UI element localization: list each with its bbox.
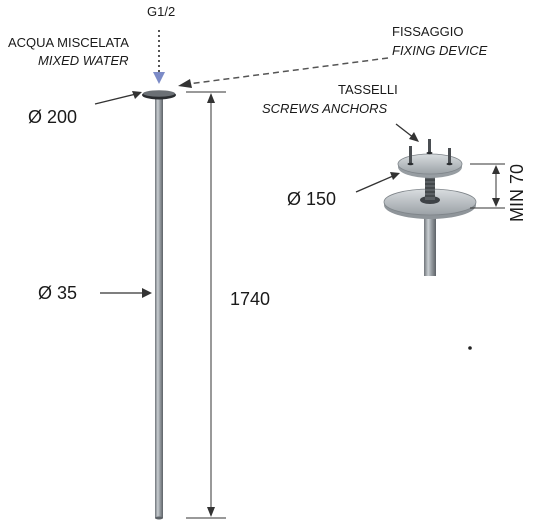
pipe-dim-arrow <box>100 288 152 298</box>
fixing-label-en: FIXING DEVICE <box>392 43 488 58</box>
inlet-thread-label: G1/2 <box>147 4 176 19</box>
min-depth-dimension-line <box>470 163 505 209</box>
top-flange <box>142 90 176 100</box>
height-label: 1740 <box>230 289 271 309</box>
fixing-label-it: FISSAGGIO <box>392 24 464 39</box>
min-depth-label: MIN 70 <box>507 163 527 222</box>
flange-dim-arrow <box>94 91 142 105</box>
fixing-arrow <box>178 57 389 88</box>
anchors-arrow <box>395 123 419 142</box>
inlet-label-en: MIXED WATER <box>38 53 129 68</box>
anchors-label-en: SCREWS ANCHORS <box>262 101 388 116</box>
shower-pipe <box>155 96 163 520</box>
stray-dot <box>468 346 472 350</box>
height-dimension-line <box>186 91 226 519</box>
base-diameter-label: Ø 150 <box>287 189 337 209</box>
flange-diameter-label: Ø 200 <box>28 107 78 127</box>
pipe-diameter-label: Ø 35 <box>38 283 78 303</box>
anchors-label-it: TASSELLI <box>338 82 398 97</box>
inlet-label-it: ACQUA MISCELATA <box>8 35 129 50</box>
base-dim-arrow <box>355 172 400 193</box>
anchor-assembly <box>383 139 477 276</box>
inlet-arrow <box>153 30 165 84</box>
